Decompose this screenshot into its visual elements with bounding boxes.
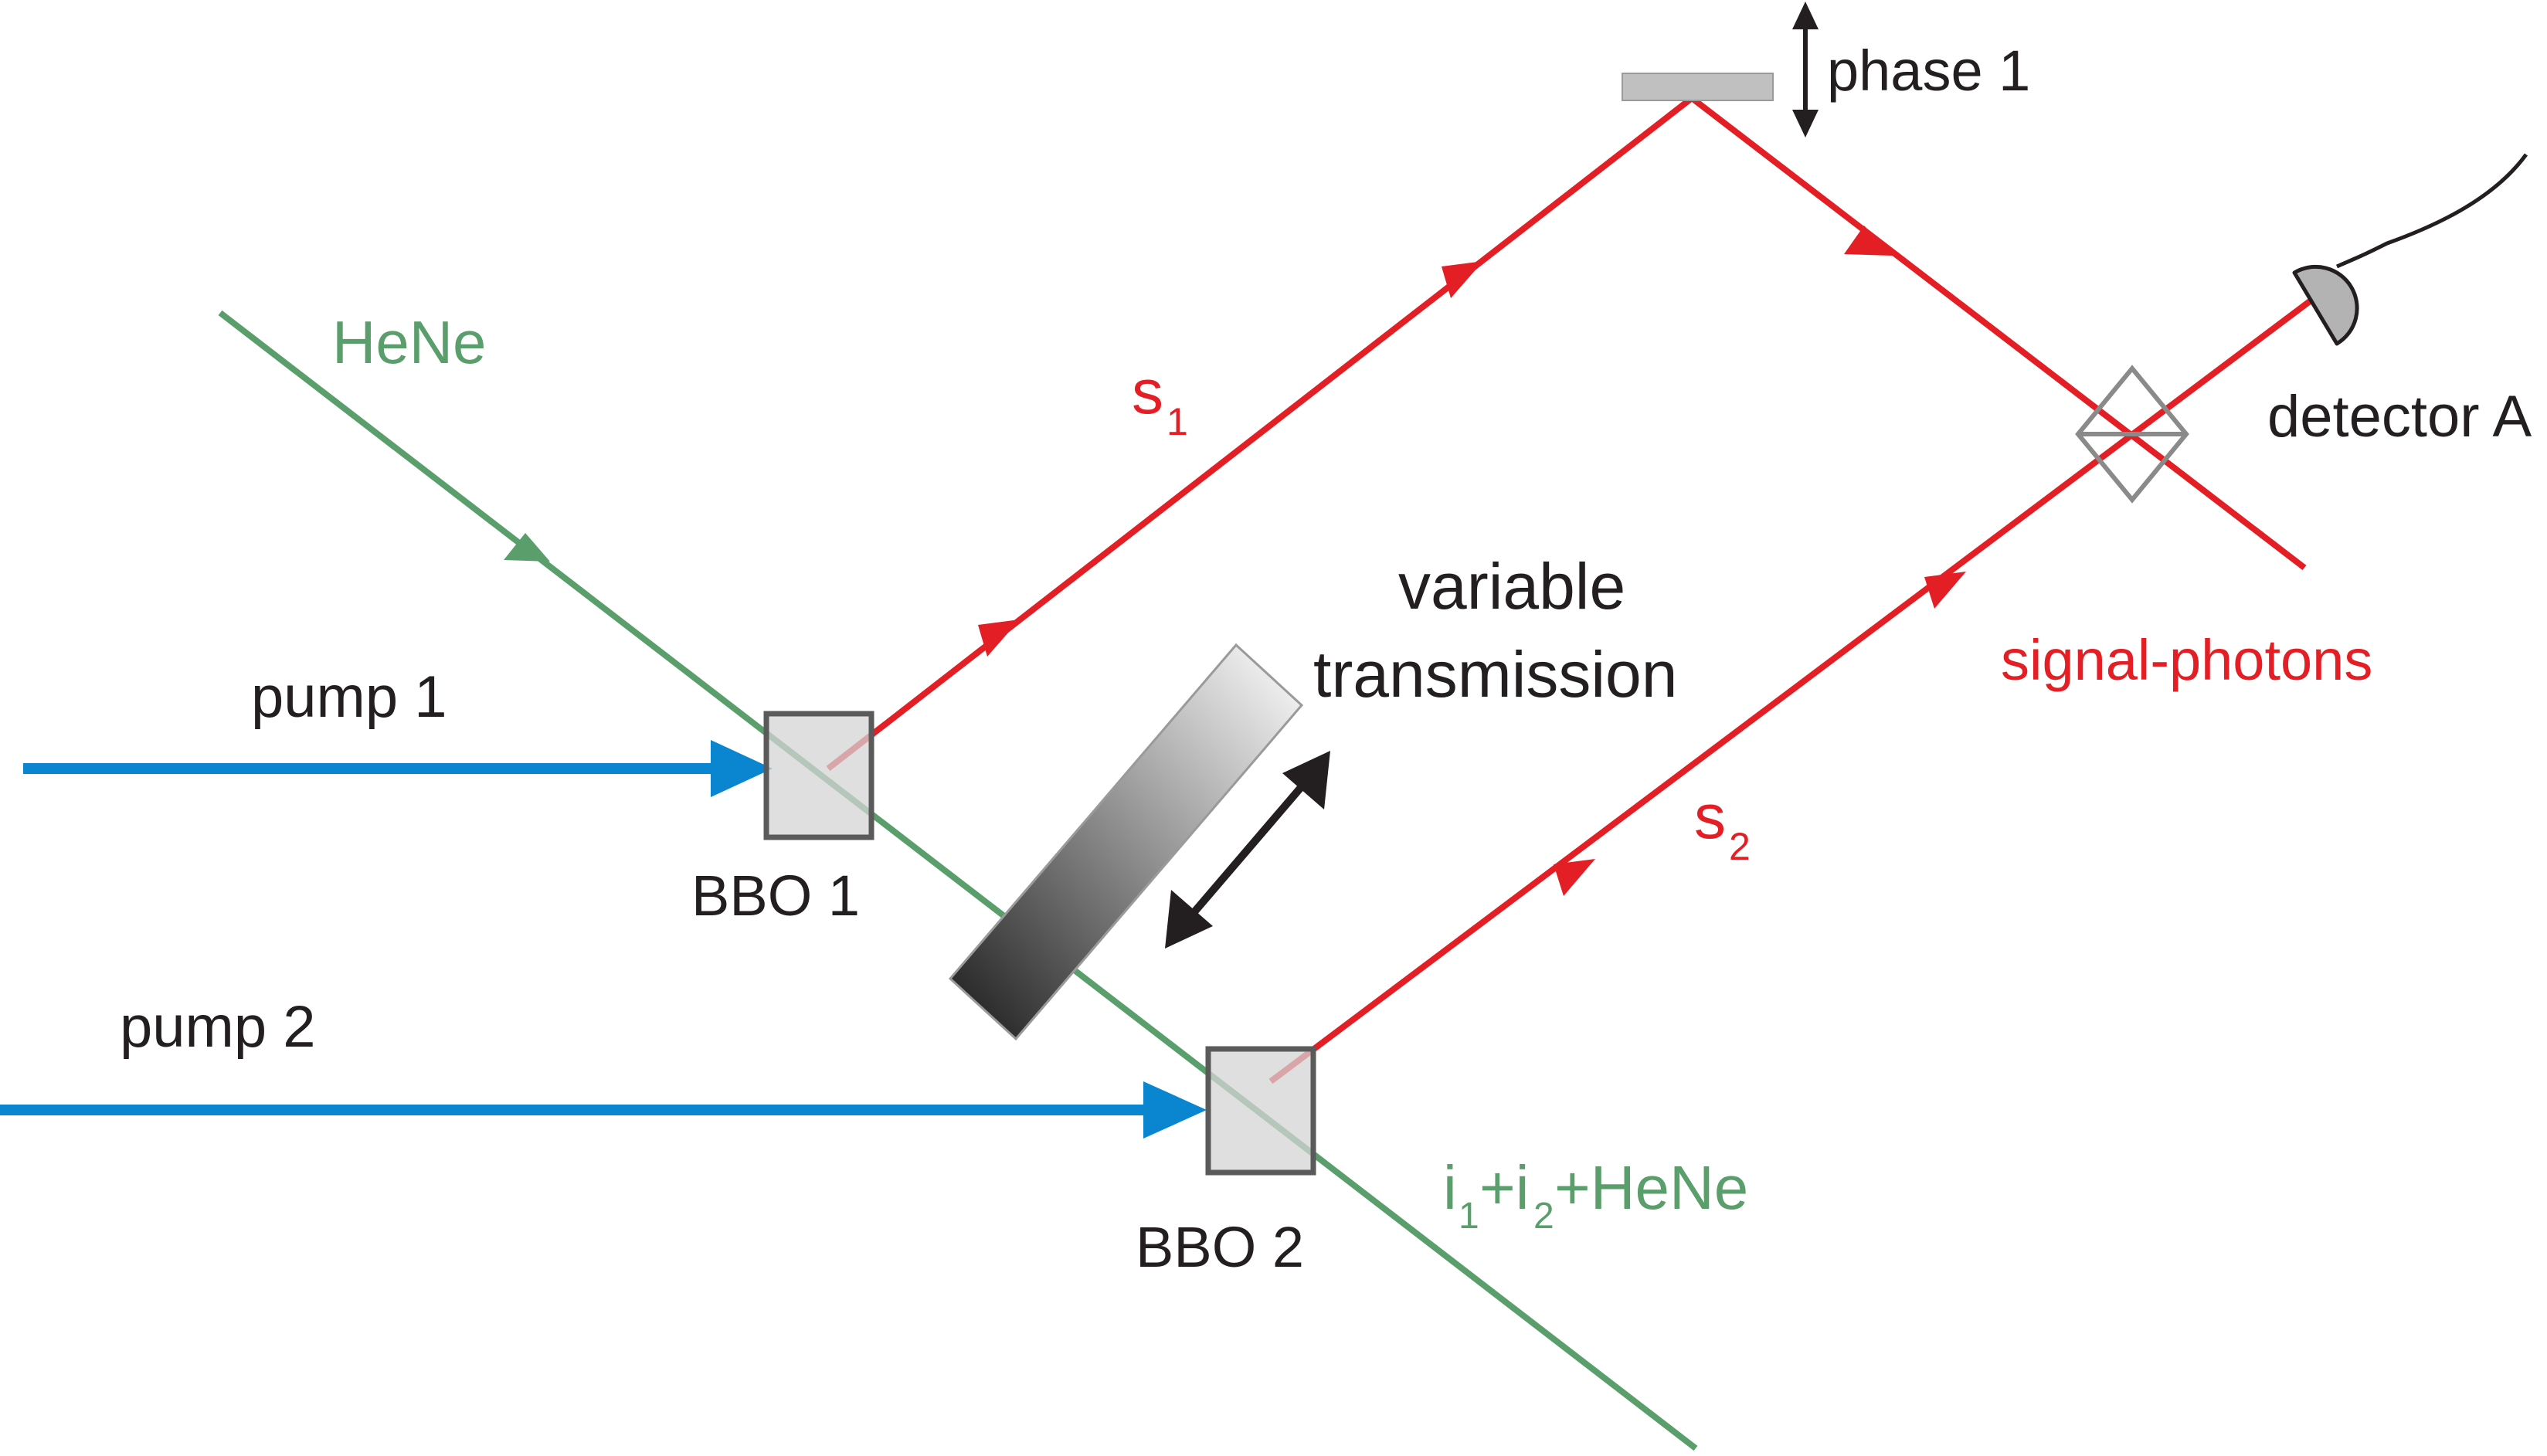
label-idler: i 1 +i 2 +HeNe: [1443, 1153, 1748, 1237]
label-phase1: phase 1: [1827, 39, 2030, 103]
bbo1-crystal: [763, 711, 874, 840]
s1-arrow-3: [1844, 226, 1893, 256]
label-s2: s 2: [1694, 782, 1751, 868]
s2-arrow-1: [1554, 859, 1595, 896]
signal-beam-s1-in: [826, 95, 1694, 772]
label-transmission: transmission: [1313, 638, 1677, 711]
pump2-arrow: [1143, 1081, 1207, 1139]
label-s2-main: s: [1694, 782, 1726, 852]
phase-double-arrow-icon: [1792, 2, 1819, 137]
label-s1-sub: 1: [1167, 400, 1188, 443]
filter-double-arrow-icon: [1165, 751, 1330, 949]
phase-mirror: [1622, 73, 1774, 101]
label-s1: s 1: [1132, 357, 1188, 443]
label-signal-photons: signal-photons: [2001, 628, 2372, 692]
detector-icon: [2292, 153, 2528, 346]
label-detector: detector A: [2267, 384, 2532, 450]
signal-beam-s2: [1268, 298, 2312, 1084]
label-variable: variable: [1398, 550, 1625, 623]
s1-arrow-2: [1442, 261, 1483, 298]
label-pump1: pump 1: [251, 664, 447, 730]
label-idler-plus1: +i: [1479, 1153, 1530, 1222]
s1-arrow-1: [978, 619, 1020, 657]
label-pump2: pump 2: [120, 994, 316, 1060]
label-bbo1: BBO 1: [691, 864, 860, 928]
signal-beam-s1-out: [1690, 95, 2307, 571]
s2-arrow-2: [1924, 572, 1966, 609]
hene-arrow: [504, 533, 550, 562]
label-bbo2: BBO 2: [1136, 1215, 1304, 1279]
bbo2-crystal: [1205, 1046, 1316, 1176]
variable-filter: [948, 643, 1304, 1041]
label-idler-sub1: 1: [1459, 1196, 1479, 1237]
label-s2-sub: 2: [1729, 825, 1751, 868]
label-idler-i1: i: [1443, 1153, 1457, 1222]
label-idler-rest: +HeNe: [1554, 1153, 1748, 1222]
label-idler-sub2: 2: [1533, 1196, 1554, 1237]
hene-beam: [218, 310, 1698, 1451]
label-s1-main: s: [1132, 357, 1163, 427]
label-hene: HeNe: [332, 308, 486, 376]
pump1-arrow: [711, 740, 773, 797]
beamsplitter-icon: [2075, 365, 2189, 504]
